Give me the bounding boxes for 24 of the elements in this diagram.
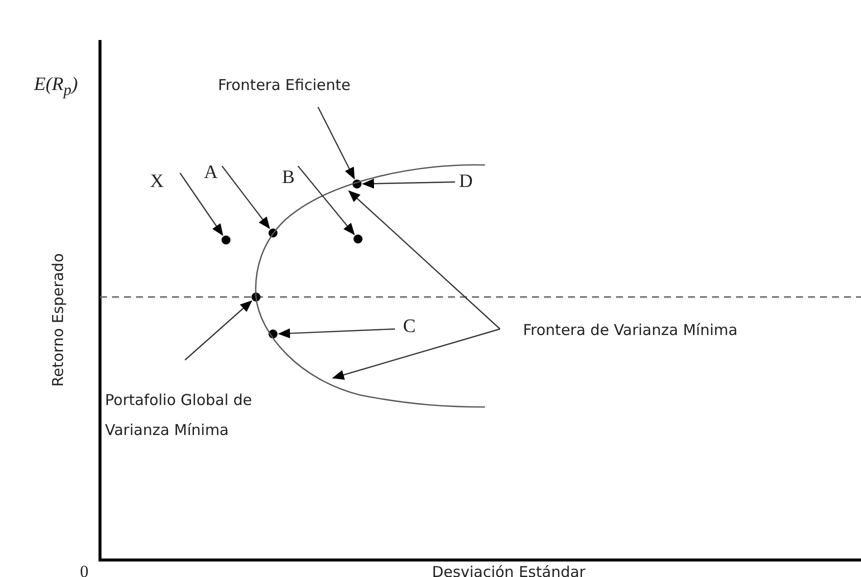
callout-text: Portafolio Global de Varianza Mínima (105, 385, 295, 445)
leader-arrow (317, 106, 355, 180)
callout-text: Frontera de Varianza Mínima (523, 320, 738, 340)
x-axis-title: Desviación Estándar (432, 562, 586, 577)
data-point (222, 236, 230, 244)
frontier-curve (255, 164, 485, 408)
data-point (252, 292, 260, 302)
leader-arrow (184, 300, 252, 360)
point-letter: X (150, 172, 164, 192)
point-letter: D (459, 172, 473, 192)
leader-arrow (362, 178, 456, 189)
point-letter: C (403, 317, 416, 337)
leader-arrow (348, 190, 500, 330)
leader-arrow (278, 328, 396, 338)
leader-arrow (332, 328, 500, 380)
y-axis-symbol: E(R$_{p}$) (34, 75, 78, 101)
callout-text: Frontera Eficiente (218, 75, 350, 95)
y-axis-title: Retorno Esperado (48, 253, 68, 387)
leader-arrow (180, 172, 224, 236)
leader-arrow (298, 166, 355, 236)
point-letter: B (282, 168, 295, 188)
origin-label: 0 (80, 562, 88, 577)
point-letter: A (204, 163, 218, 183)
leader-arrow (222, 166, 270, 229)
